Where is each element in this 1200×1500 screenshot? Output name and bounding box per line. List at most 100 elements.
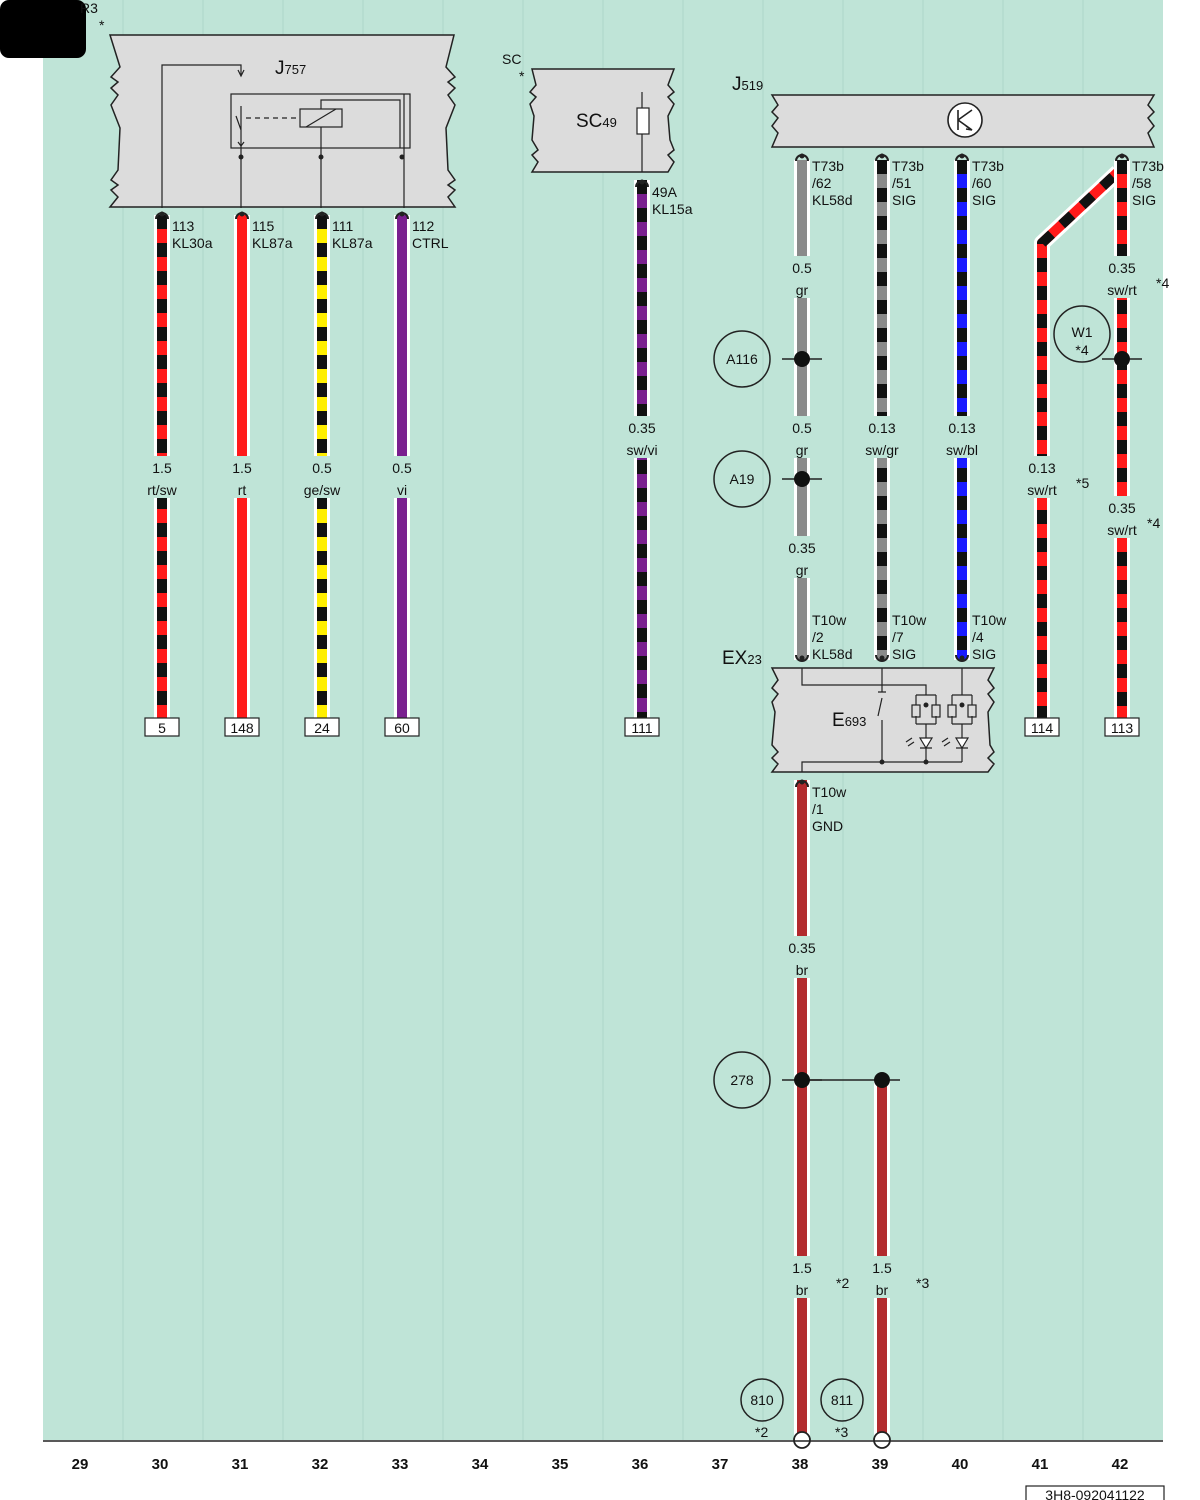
column-number: 40	[952, 1456, 969, 1473]
svg-text:148: 148	[230, 720, 254, 736]
column-number: 38	[792, 1456, 809, 1473]
column-number: 29	[72, 1456, 89, 1473]
footnote-col38-bottom: *2	[836, 1275, 849, 1291]
fuse-sc49-icon	[636, 107, 650, 135]
module-sc-label: SC	[502, 51, 521, 67]
module-sc-mark: *	[519, 68, 525, 84]
splice-a19[interactable]: A19	[713, 450, 822, 508]
ref-col31[interactable]: 148	[224, 717, 260, 737]
connector-symbol-icon	[795, 654, 809, 662]
ref-col33[interactable]: 60	[384, 717, 420, 737]
ground-ref-810[interactable]: 810	[740, 1378, 784, 1422]
column-number: 35	[552, 1456, 569, 1473]
switch-e693-label: E693	[832, 710, 866, 731]
footnote-ref-811: *3	[835, 1424, 848, 1440]
ground-terminal-icon	[873, 1431, 891, 1449]
corner-mark: *	[99, 17, 105, 33]
footnote-col41: *5	[1076, 475, 1089, 491]
ref-col42[interactable]: 113	[1104, 717, 1140, 737]
svg-text:A19: A19	[730, 471, 755, 487]
ref-col36[interactable]: 111	[624, 717, 660, 737]
svg-text:114: 114	[1031, 720, 1054, 736]
ref-col30[interactable]: 5	[144, 717, 180, 737]
connector-symbol-icon	[795, 779, 809, 788]
column-number: 39	[872, 1456, 889, 1473]
splice-a116[interactable]: A116	[713, 330, 822, 388]
svg-text:810: 810	[750, 1392, 774, 1408]
connector-symbol-icon	[635, 179, 649, 188]
relay-coil-wiring	[320, 94, 405, 208]
column-number: 32	[312, 1456, 329, 1473]
ref-col41[interactable]: 114	[1024, 717, 1060, 737]
led-icon	[918, 737, 970, 750]
footnote-col42-a: *4	[1156, 275, 1169, 291]
svg-text:111: 111	[631, 720, 652, 736]
module-sc[interactable]: SC * SC49	[502, 51, 676, 173]
connector-symbol-icon	[955, 153, 969, 162]
svg-text:278: 278	[730, 1072, 754, 1088]
column-number: 31	[232, 1456, 249, 1473]
column-number: 42	[1112, 1456, 1129, 1473]
module-j519-label: J519	[732, 74, 763, 95]
corner-label: R3	[80, 0, 98, 16]
column-number: 33	[392, 1456, 409, 1473]
svg-text:24: 24	[314, 720, 330, 736]
module-j519[interactable]: J519	[732, 74, 1156, 148]
connector-symbol-icon	[875, 654, 889, 662]
footnote-col39-bottom: *3	[916, 1275, 929, 1291]
svg-text:A116: A116	[726, 351, 758, 367]
corner-tab	[0, 0, 86, 58]
module-j757[interactable]: J757	[108, 34, 457, 208]
connector-symbol-icon	[235, 211, 249, 220]
module-j757-label: J757	[275, 58, 306, 79]
drawing-number: 3H8-092041122	[1045, 1487, 1145, 1500]
column-number: 41	[1032, 1456, 1049, 1473]
connector-symbol-icon	[315, 211, 329, 220]
splice-278-point	[874, 1072, 890, 1088]
wire-col41[interactable]	[1034, 166, 1124, 720]
ref-col32[interactable]: 24	[304, 717, 340, 737]
ground-ref-811[interactable]: 811	[820, 1378, 864, 1422]
svg-text:113: 113	[1111, 720, 1134, 736]
connector-symbol-icon	[875, 153, 889, 162]
splice-w1[interactable]: W1*4	[1053, 305, 1142, 367]
footnote-ref-810: *2	[755, 1424, 768, 1440]
module-ex23[interactable]: EX23 E693	[722, 648, 996, 773]
drawing-number-box	[1025, 1485, 1165, 1500]
relay-contact-wiring	[161, 64, 242, 208]
connector-symbol-icon	[1115, 153, 1129, 162]
splice-278[interactable]: 278	[713, 1051, 822, 1109]
svg-text:60: 60	[394, 720, 410, 736]
column-number: 30	[152, 1456, 169, 1473]
connector-symbol-icon	[395, 211, 409, 220]
connector-symbol-icon	[955, 654, 969, 662]
column-number: 36	[632, 1456, 649, 1473]
